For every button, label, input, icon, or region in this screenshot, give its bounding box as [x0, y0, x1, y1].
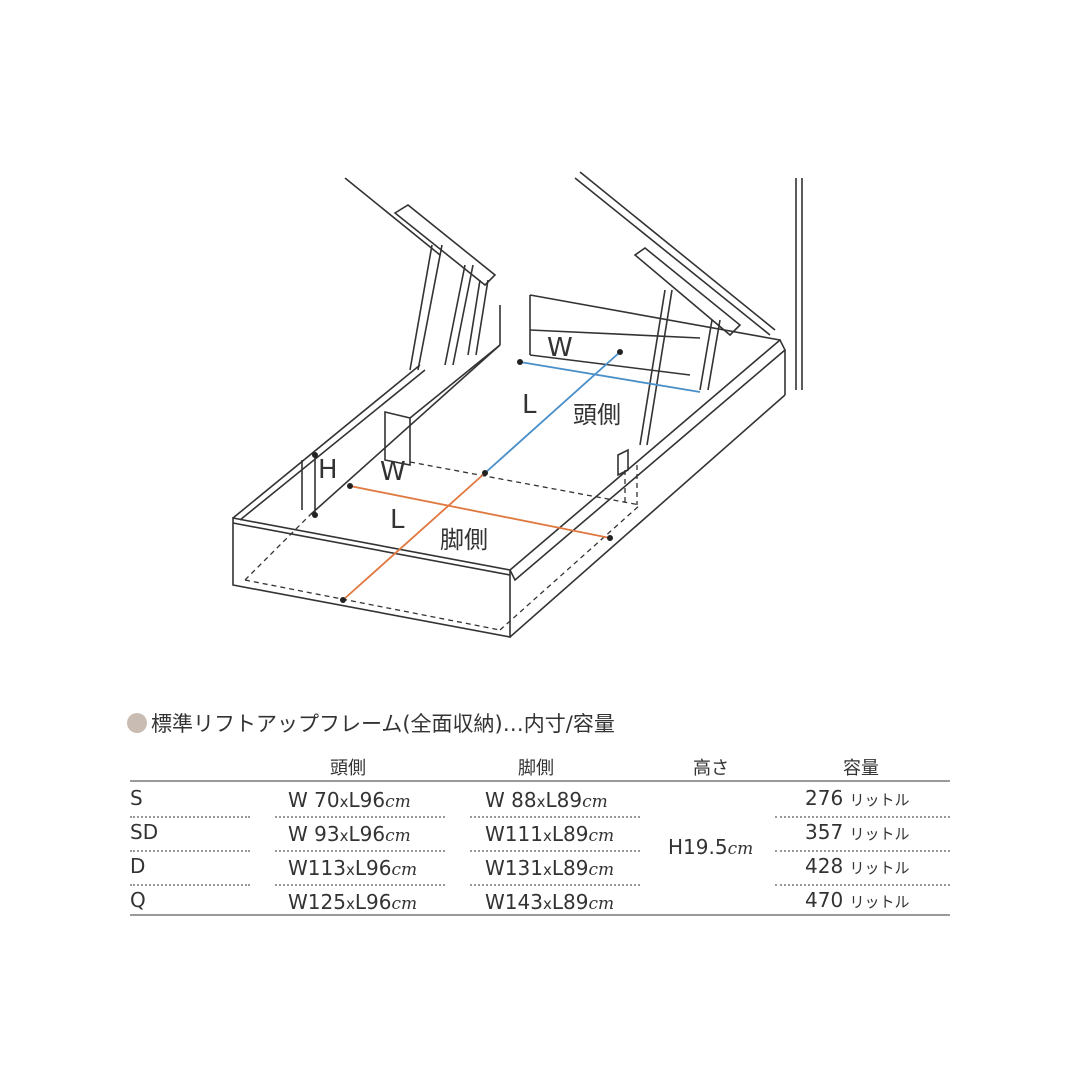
times: x [345, 861, 355, 879]
size-cell: SD [130, 820, 159, 844]
head-length: L96 [354, 890, 392, 914]
times: x [542, 827, 552, 845]
height-label: H [318, 455, 338, 485]
height-cell: H19.5cm [668, 835, 753, 859]
table-row: D W113xL96cm W131xL89cm 428 リットル [130, 852, 950, 884]
size-cell: Q [130, 888, 146, 912]
row-divider [470, 884, 640, 886]
row-divider [130, 884, 250, 886]
foot-length: L89 [545, 788, 583, 812]
unit: cm [391, 860, 418, 880]
row-divider [775, 850, 950, 852]
unit: cm [582, 792, 608, 812]
header-head-side: 頭側 [330, 758, 366, 779]
capacity-unit: リットル [849, 791, 910, 809]
capacity-value: 470 [805, 888, 844, 912]
unit: cm [727, 839, 754, 859]
capacity-value: 428 [805, 854, 844, 878]
row-divider [275, 816, 445, 818]
table-row: S W 70xL96cm W 88xL89cm 276 リットル [130, 784, 950, 816]
foot-width: W111 [485, 822, 543, 846]
unit: cm [385, 826, 411, 846]
head-length: L96 [354, 856, 392, 880]
foot-width: W143 [485, 890, 543, 914]
table-title-text: 標準リフトアップフレーム(全面収納)…内寸/容量 [151, 712, 615, 736]
row-divider [775, 816, 950, 818]
head-width-label: W [547, 333, 573, 363]
bed-frame-illustration [232, 171, 803, 638]
capacity-value: 357 [805, 820, 844, 844]
times: x [536, 793, 546, 811]
table-title: 標準リフトアップフレーム(全面収納)…内寸/容量 [127, 708, 615, 738]
foot-length: L89 [551, 890, 589, 914]
bullet-icon [127, 713, 147, 733]
times: x [345, 895, 355, 913]
table-row: Q W125xL96cm W143xL89cm 470 リットル [130, 886, 950, 918]
head-width: W 93 [288, 822, 340, 846]
times: x [542, 895, 552, 913]
row-divider [470, 850, 640, 852]
unit: cm [588, 894, 615, 914]
row-divider [275, 884, 445, 886]
unit: cm [588, 860, 615, 880]
foot-width: W131 [485, 856, 543, 880]
times: x [542, 861, 552, 879]
header-foot-side: 脚側 [518, 758, 554, 779]
head-width: W 70 [288, 788, 340, 812]
foot-length-label: L [390, 505, 405, 535]
foot-width: W 88 [485, 788, 537, 812]
times: x [339, 793, 349, 811]
head-length: L96 [348, 788, 386, 812]
row-divider [275, 850, 445, 852]
header-capacity: 容量 [843, 758, 879, 779]
foot-length: L89 [551, 822, 589, 846]
capacity-value: 276 [805, 786, 844, 810]
head-length-label: L [522, 390, 537, 420]
head-length: L96 [348, 822, 386, 846]
size-cell: D [130, 854, 146, 878]
table-row: SD W 93xL96cm W111xL89cm 357 リットル [130, 818, 950, 850]
table-bottom-rule [130, 914, 950, 916]
head-side-label: 頭側 [573, 401, 621, 429]
unit: cm [588, 826, 615, 846]
foot-side-label: 脚側 [440, 526, 488, 554]
capacity-unit: リットル [849, 859, 910, 877]
unit: cm [391, 894, 418, 914]
foot-width-label: W [380, 457, 406, 487]
row-divider [775, 884, 950, 886]
row-divider [470, 816, 640, 818]
foot-length: L89 [551, 856, 589, 880]
height-value: H19.5 [668, 835, 728, 859]
unit: cm [385, 792, 411, 812]
lift-up-bed-diagram: W L 頭側 H W L 脚側 [232, 171, 803, 638]
table-top-rule [130, 780, 950, 782]
row-divider [130, 850, 250, 852]
times: x [339, 827, 349, 845]
header-height: 高さ [693, 758, 729, 779]
size-cell: S [130, 786, 143, 810]
capacity-unit: リットル [849, 893, 910, 911]
capacity-unit: リットル [849, 825, 910, 843]
row-divider [130, 816, 250, 818]
head-width: W113 [288, 856, 346, 880]
head-width: W125 [288, 890, 346, 914]
